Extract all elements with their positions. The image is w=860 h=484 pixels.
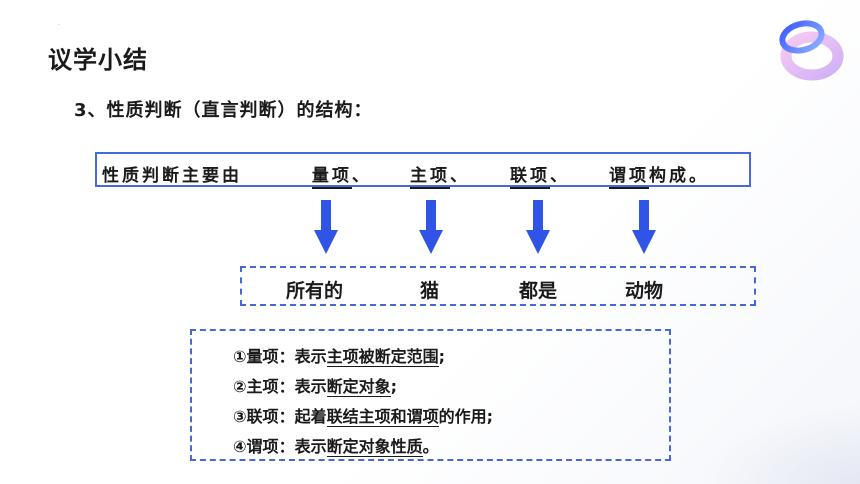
- example-copula: 都是: [519, 280, 558, 302]
- note-colon: ：: [278, 347, 295, 366]
- down-arrow-icon: [314, 200, 338, 254]
- note-text: 的作用: [438, 407, 487, 426]
- note-term: 主项: [246, 377, 279, 396]
- definition-box: [95, 152, 751, 187]
- down-arrow-icon: [419, 200, 443, 254]
- decorative-dot: ·: [58, 22, 60, 29]
- example-predicate: 动物: [625, 280, 664, 302]
- note-underlined: 主项: [326, 347, 359, 367]
- predicate-term: 谓项: [609, 166, 649, 189]
- example-quantifier: 所有的: [286, 280, 344, 302]
- note-underlined: 断定对象性质: [326, 437, 423, 457]
- note-number: ③: [233, 407, 247, 426]
- note-term: 谓项: [246, 437, 279, 456]
- note-punct: ;: [390, 377, 398, 396]
- down-arrow-icon: [632, 200, 656, 254]
- note-term: 量项: [246, 347, 279, 366]
- definition-term-predicate: 谓项构成。: [609, 161, 709, 189]
- note-item-predicate: ④谓项：表示断定对象性质。: [233, 433, 439, 457]
- corner-decoration: [700, 404, 860, 484]
- note-item-quantifier: ①量项：表示主项被断定范围;: [233, 343, 445, 367]
- example-box: [240, 266, 756, 306]
- note-term: 联项: [246, 407, 279, 426]
- note-text: 被断定范围: [358, 347, 439, 367]
- note-underlined: 断定对象: [326, 377, 391, 397]
- definition-term-quantifier: 量项、: [303, 161, 372, 189]
- note-verb: 表示: [294, 347, 327, 366]
- separator: 、: [450, 166, 470, 186]
- note-punct: ;: [486, 407, 494, 426]
- example-subject: 猫: [420, 280, 440, 302]
- section-title: 议学小结: [48, 46, 148, 74]
- quantifier-term: 量项: [311, 166, 352, 189]
- note-number: ②: [233, 377, 247, 396]
- notes-box: [190, 329, 671, 461]
- note-colon: ：: [278, 377, 295, 396]
- definition-term-subject: 主项、: [410, 161, 470, 189]
- separator: 、: [550, 166, 570, 186]
- note-number: ①: [233, 347, 247, 366]
- note-verb: 起着: [294, 407, 327, 426]
- copula-term: 联项: [510, 166, 550, 189]
- separator: 、: [351, 166, 372, 186]
- definition-suffix: 构成。: [649, 166, 709, 186]
- note-number: ④: [233, 437, 247, 456]
- down-arrow-icon: [526, 200, 550, 254]
- note-colon: ：: [278, 437, 295, 456]
- note-underlined: 联结主项和谓项: [326, 407, 439, 427]
- note-item-copula: ③联项：起着联结主项和谓项的作用;: [233, 403, 493, 427]
- definition-term-copula: 联项、: [510, 161, 570, 189]
- subject-term: 主项: [410, 166, 450, 189]
- note-item-subject: ②主项：表示断定对象;: [233, 373, 397, 397]
- ring-logo-icon: [779, 20, 844, 81]
- note-punct: 。: [422, 437, 439, 456]
- note-verb: 表示: [294, 437, 327, 456]
- definition-prefix: 性质判断主要由: [102, 166, 242, 186]
- note-punct: ;: [438, 347, 446, 366]
- note-verb: 表示: [294, 377, 327, 396]
- subtitle: 3、性质判断（直言判断）的结构：: [74, 100, 373, 121]
- note-colon: ：: [278, 407, 295, 426]
